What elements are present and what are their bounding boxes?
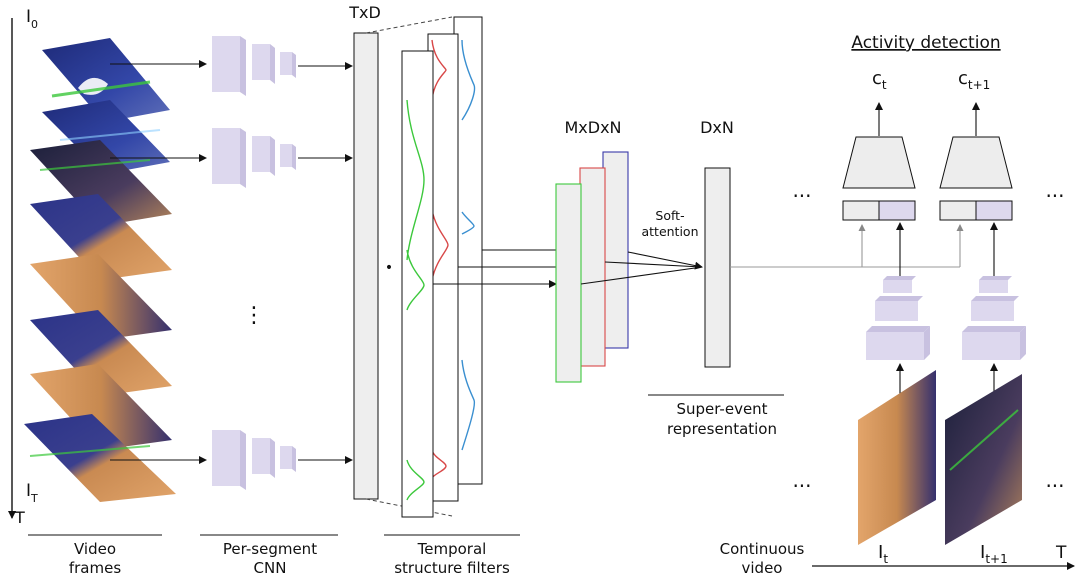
concat-super-event [939,200,977,221]
super-event-vector [704,167,731,368]
concat-frame-feature [975,200,1013,221]
caption-temporal-2: structure filters [394,559,510,577]
label-t-axis: T [14,508,25,527]
caption-per-segment-1: Per-segment [223,540,317,558]
label-soft-1: Soft- [655,208,684,223]
label-i0: I0 [26,7,38,31]
filter-to-mxdxn-lines [433,249,557,288]
caption-video-frames-1: Video [74,540,116,558]
concat-frame-feature [878,200,916,221]
label-it: IT [26,481,38,505]
multiply-dot: • [385,260,393,276]
video-frame [24,414,176,502]
concat-super-event [842,200,880,221]
caption-video-frames-2: frames [69,559,121,577]
caption-per-segment-2: CNN [254,559,287,577]
time-axis: I0 IT T [8,7,38,527]
classifier-head [939,136,1013,189]
cnn-to-txd-arrows [298,62,353,464]
ellipsis: ... [792,178,811,202]
video-frame [42,100,170,174]
label-dxn: DxN [700,118,734,137]
caption-continuous-2: video [742,559,783,577]
detector-column-t1: ct+1 It+1 [939,68,1026,566]
classifier-head [842,136,916,189]
caption-temporal-1: Temporal [417,540,487,558]
vertical-ellipsis: ⋮ [243,303,265,328]
cnn-block [212,36,296,96]
heading-activity-detection: Activity detection [851,33,1000,53]
label-mxdxn: MxDxN [564,118,621,137]
video-frame [30,310,172,396]
caption-continuous-1: Continuous [720,540,805,558]
filter-panel-green [401,50,434,518]
frame-to-cnn-arrows [110,60,207,464]
ellipsis: ... [1045,178,1064,202]
label-soft-2: attention [641,224,698,239]
mxdxn-tensor [555,151,629,383]
video-frame [945,374,1022,545]
label-ct1: ct+1 [958,68,990,92]
txd-feature-matrix [353,32,379,500]
detector-column-t: ct It [842,68,936,566]
video-frame [30,140,172,226]
cnn-block [212,430,296,490]
cnn-block [212,128,296,188]
video-frame [858,370,936,545]
soft-attention-arrows [580,251,703,285]
caption-super-event-1: Super-event [676,400,767,418]
video-frame [42,38,170,122]
temporal-filter-stack [401,16,483,518]
label-txd: TxD [348,3,381,22]
label-t-axis-right: T [1055,543,1067,563]
ellipsis: ... [1045,468,1064,492]
ellipsis: ... [792,468,811,492]
super-event-broadcast [730,224,964,268]
video-frame [30,364,172,450]
video-frame-stack: Video frames [24,38,176,577]
label-it1-frame: It+1 [980,542,1008,566]
label-it-frame: It [878,542,888,566]
caption-super-event-2: representation [667,420,777,438]
video-frame [30,254,172,340]
video-frame [30,194,172,280]
label-ct: ct [872,68,887,92]
